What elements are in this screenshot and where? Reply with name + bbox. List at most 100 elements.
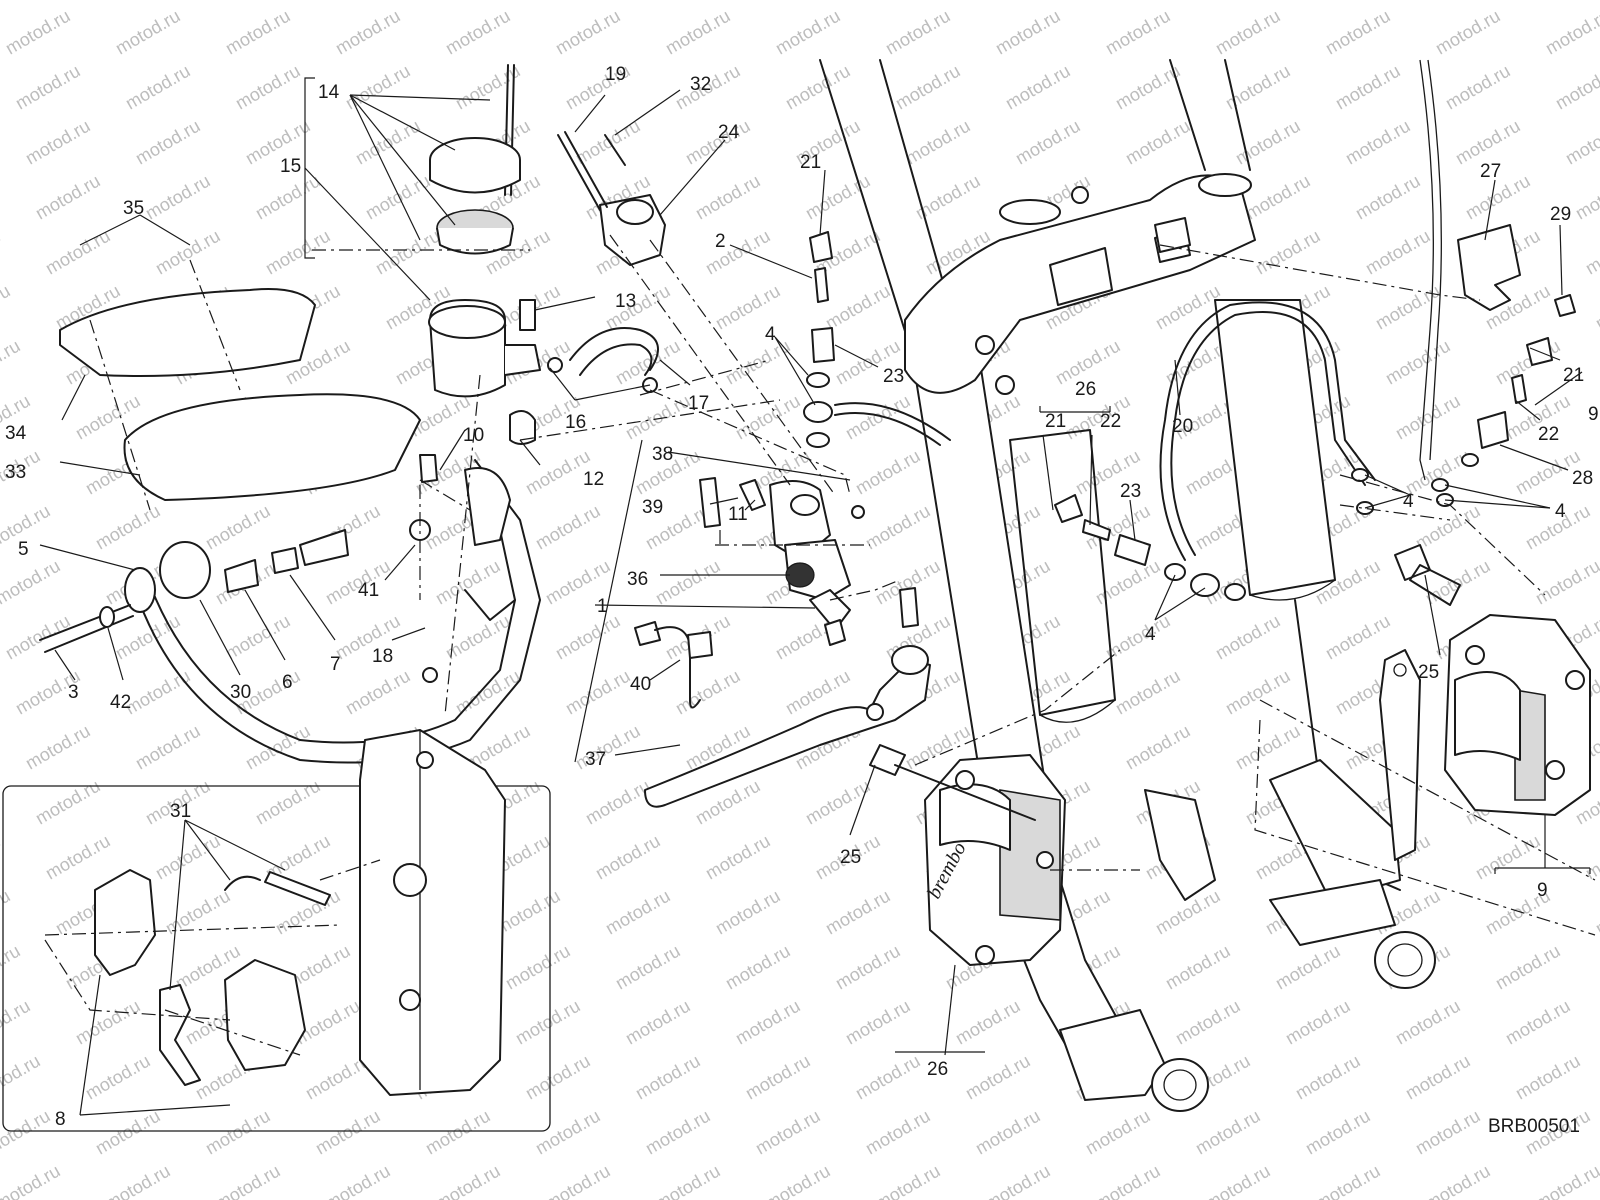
watermark-text: motod.ru bbox=[1212, 6, 1284, 59]
watermark-text: motod.ru bbox=[872, 0, 944, 3]
watermark-text: motod.ru bbox=[152, 226, 224, 279]
watermark-text: motod.ru bbox=[1392, 996, 1464, 1049]
watermark-text: motod.ru bbox=[22, 721, 94, 774]
watermark-text: motod.ru bbox=[1592, 886, 1600, 939]
watermark-text: motod.ru bbox=[1172, 996, 1244, 1049]
watermark-text: motod.ru bbox=[502, 941, 574, 994]
watermark-text: motod.ru bbox=[862, 1106, 934, 1159]
watermark-text: motod.ru bbox=[862, 501, 934, 554]
watermark-text: motod.ru bbox=[1082, 1106, 1154, 1159]
handguard-assembly bbox=[39, 288, 541, 764]
callout-23b: 23 bbox=[1120, 481, 1141, 502]
watermark-text: motod.ru bbox=[632, 1051, 704, 1104]
callout-37: 37 bbox=[585, 749, 606, 770]
callout-9b: 9 bbox=[1588, 404, 1599, 425]
callout-32: 32 bbox=[690, 74, 711, 95]
watermark-text: motod.ru bbox=[92, 501, 164, 554]
watermark-text: motod.ru bbox=[652, 0, 724, 3]
watermark-text: motod.ru bbox=[1552, 61, 1600, 114]
callout-27: 27 bbox=[1480, 161, 1501, 182]
watermark-text: motod.ru bbox=[0, 1106, 54, 1159]
watermark-text: motod.ru bbox=[1492, 336, 1564, 389]
watermark-text: motod.ru bbox=[522, 1051, 594, 1104]
watermark-text: motod.ru bbox=[222, 6, 294, 59]
watermark-text: motod.ru bbox=[432, 556, 504, 609]
watermark-text: motod.ru bbox=[202, 501, 274, 554]
callout-13: 13 bbox=[615, 291, 636, 312]
watermark-text: motod.ru bbox=[902, 116, 974, 169]
watermark-text: motod.ru bbox=[1422, 556, 1494, 609]
callout-29: 29 bbox=[1550, 204, 1571, 225]
watermark-text: motod.ru bbox=[1582, 226, 1600, 279]
watermark-text: motod.ru bbox=[12, 61, 84, 114]
callout-4b: 4 bbox=[1145, 624, 1156, 645]
watermark-text: motod.ru bbox=[652, 556, 724, 609]
watermark-text: motod.ru bbox=[102, 1161, 174, 1200]
watermark-text: motod.ru bbox=[602, 886, 674, 939]
watermark-text: motod.ru bbox=[552, 6, 624, 59]
callout-9a: 9 bbox=[1537, 880, 1548, 901]
watermark-text: motod.ru bbox=[1232, 721, 1304, 774]
watermark-text: motod.ru bbox=[132, 721, 204, 774]
watermark-text: motod.ru bbox=[542, 0, 614, 3]
watermark-text: motod.ru bbox=[72, 996, 144, 1049]
watermark-text: motod.ru bbox=[0, 1161, 64, 1200]
watermark-text: motod.ru bbox=[312, 1106, 384, 1159]
watermark-text: motod.ru bbox=[1442, 61, 1514, 114]
watermark-text: motod.ru bbox=[432, 0, 504, 3]
watermark-text: motod.ru bbox=[0, 281, 14, 334]
watermark-text: motod.ru bbox=[1512, 1051, 1584, 1104]
watermark-text: motod.ru bbox=[1272, 941, 1344, 994]
watermark-text: motod.ru bbox=[1192, 1106, 1264, 1159]
watermark-text: motod.ru bbox=[822, 886, 894, 939]
callout-6: 6 bbox=[282, 672, 293, 693]
callout-21a: 21 bbox=[800, 152, 821, 173]
callout-26a: 26 bbox=[1075, 379, 1096, 400]
fluid-reservoir bbox=[428, 64, 659, 445]
watermark-text: motod.ru bbox=[1322, 611, 1394, 664]
watermark-text: motod.ru bbox=[702, 831, 774, 884]
watermark-text: motod.ru bbox=[32, 776, 104, 829]
watermark-text: motod.ru bbox=[1382, 336, 1454, 389]
watermark-text: motod.ru bbox=[1012, 116, 1084, 169]
watermark-text: motod.ru bbox=[802, 776, 874, 829]
watermark-text: motod.ru bbox=[892, 61, 964, 114]
watermark-text: motod.ru bbox=[822, 281, 894, 334]
watermark-text: motod.ru bbox=[1302, 1106, 1374, 1159]
callout-16: 16 bbox=[565, 412, 586, 433]
watermark-text: motod.ru bbox=[762, 1161, 834, 1200]
watermark-text: motod.ru bbox=[842, 391, 914, 444]
watermark-text: motod.ru bbox=[212, 0, 284, 3]
callout-25b: 25 bbox=[1418, 662, 1439, 683]
watermark-text: motod.ru bbox=[1392, 391, 1464, 444]
watermark-text: motod.ru bbox=[22, 116, 94, 169]
watermark-text: motod.ru bbox=[442, 6, 514, 59]
callout-42: 42 bbox=[110, 692, 131, 713]
watermark-text: motod.ru bbox=[362, 171, 434, 224]
watermark-text: motod.ru bbox=[1362, 226, 1434, 279]
watermark-text: motod.ru bbox=[1222, 666, 1294, 719]
left-brake-caliper: brembo bbox=[923, 754, 1066, 966]
watermark-text: motod.ru bbox=[1092, 1161, 1164, 1200]
watermark-text: motod.ru bbox=[642, 1106, 714, 1159]
callout-30: 30 bbox=[230, 682, 251, 703]
watermark-text: motod.ru bbox=[1222, 61, 1294, 114]
watermark-text: motod.ru bbox=[612, 941, 684, 994]
watermark-text: motod.ru bbox=[132, 116, 204, 169]
watermark-text: motod.ru bbox=[42, 831, 114, 884]
callout-18: 18 bbox=[372, 646, 393, 667]
callout-23a: 23 bbox=[883, 366, 904, 387]
callout-41: 41 bbox=[358, 580, 379, 601]
watermark-text: motod.ru bbox=[1502, 996, 1574, 1049]
watermark-text: motod.ru bbox=[1532, 1161, 1600, 1200]
watermark-text: motod.ru bbox=[602, 281, 674, 334]
watermark-text: motod.ru bbox=[142, 171, 214, 224]
watermark-text: motod.ru bbox=[432, 1161, 504, 1200]
callout-3: 3 bbox=[68, 682, 79, 703]
watermark-text: motod.ru bbox=[212, 1161, 284, 1200]
assembly-axis-lines bbox=[44, 234, 1596, 1056]
watermark-text: motod.ru bbox=[1202, 1161, 1274, 1200]
watermark-text: motod.ru bbox=[662, 6, 734, 59]
